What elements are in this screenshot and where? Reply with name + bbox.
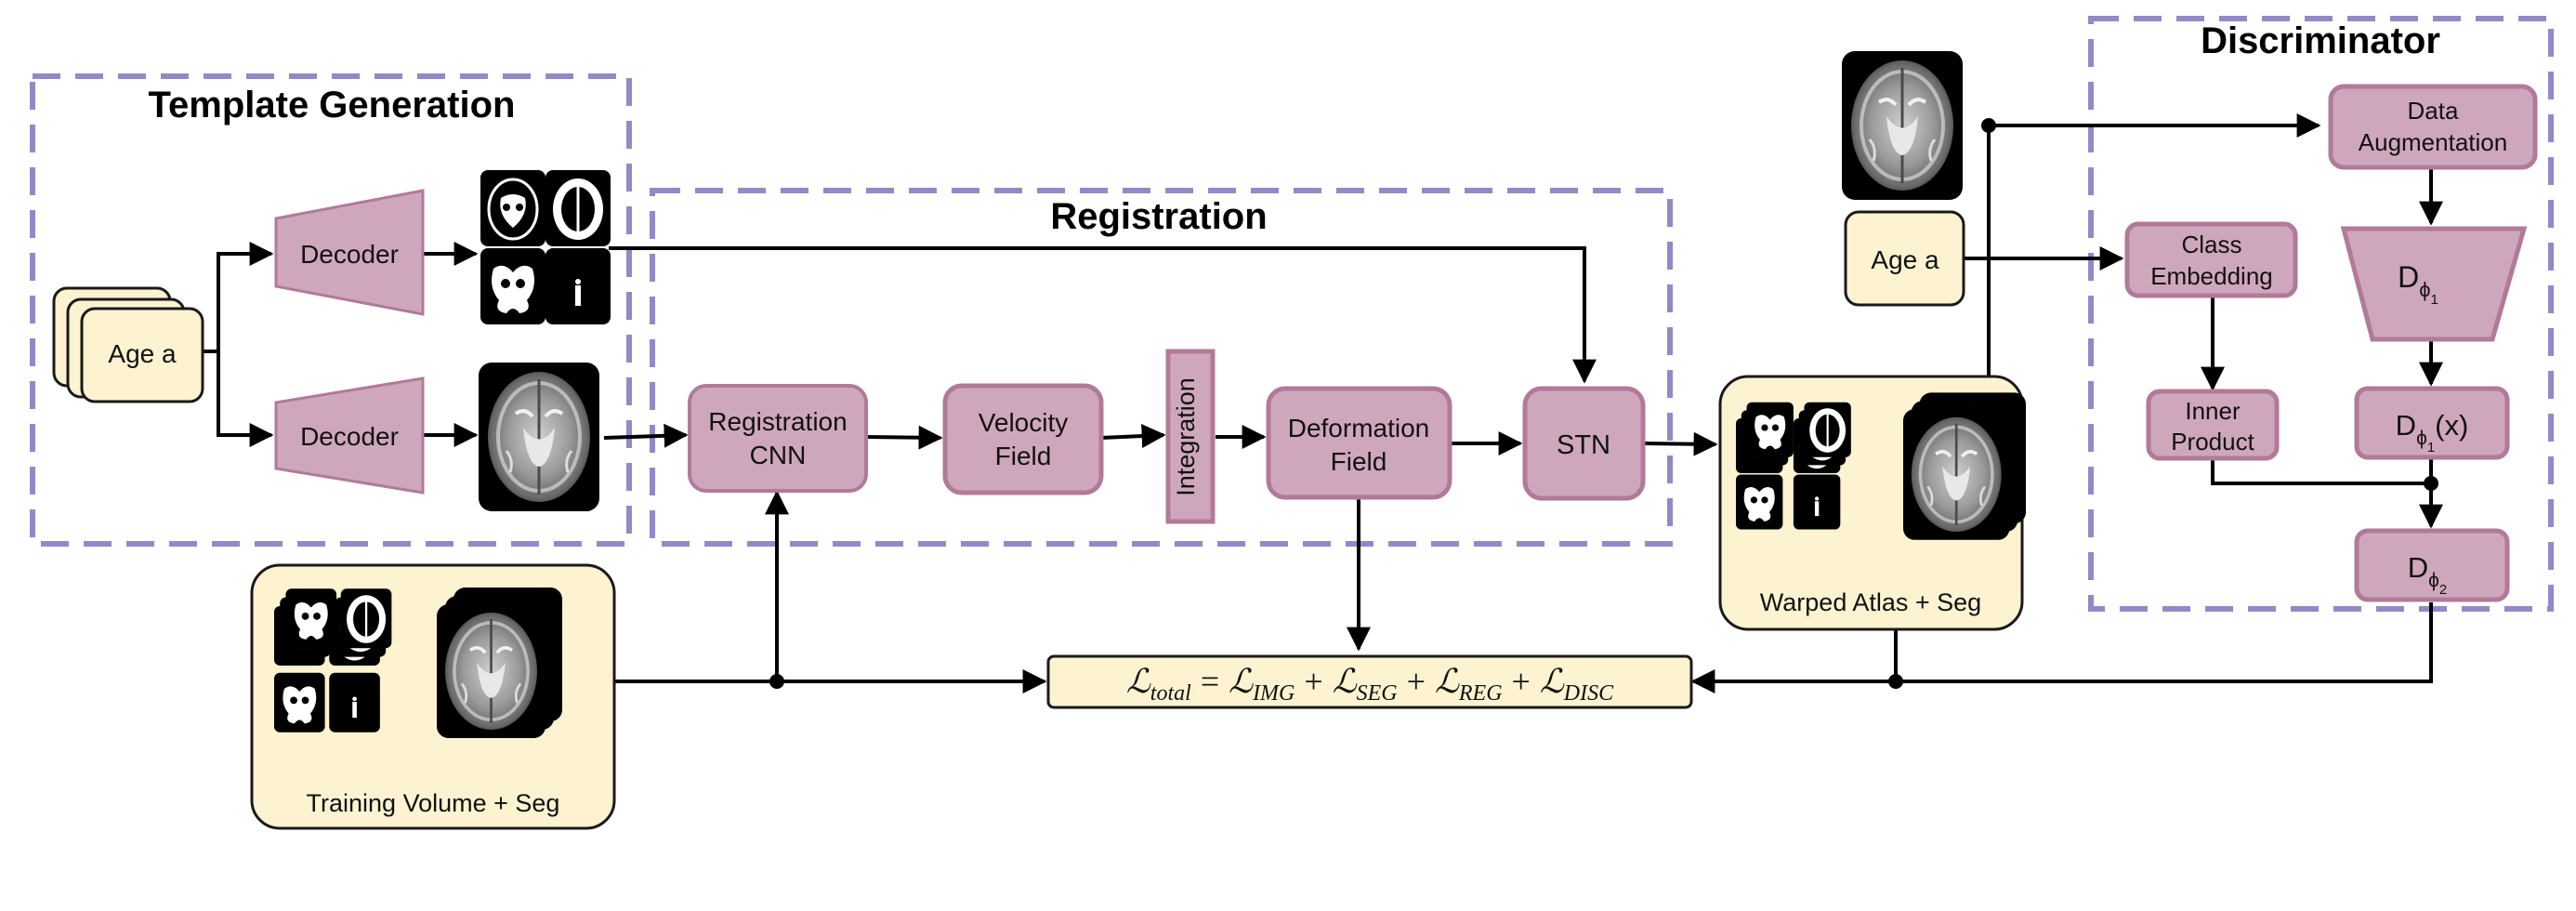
edge-age-to-decoder-top xyxy=(203,242,274,353)
region-template-generation: Template Generation xyxy=(30,73,632,547)
age-input-right: Age a xyxy=(1844,210,1965,307)
decoder-top: Decoder xyxy=(274,189,425,316)
region-discriminator: Discriminator xyxy=(2088,16,2554,612)
connectors xyxy=(203,113,2443,693)
template-segmentation-images xyxy=(479,168,612,324)
warped-atlas-label: Warped Atlas + Seg xyxy=(1760,588,1981,616)
class-embedding: Class Embedding xyxy=(2124,221,2298,298)
decoder-top-label: Decoder xyxy=(300,240,399,269)
inner-product-label-1: Inner xyxy=(2185,397,2241,425)
region-title-template-generation: Template Generation xyxy=(149,85,516,125)
decoder-bottom: Decoder xyxy=(274,376,425,495)
d-phi2-label: Dϕ2 xyxy=(2408,551,2448,598)
d-phi2: Dϕ2 xyxy=(2354,528,2510,602)
edge-stn-to-warped xyxy=(1642,431,1718,456)
velocity-field-label-2: Field xyxy=(995,442,1052,470)
training-volume-label: Training Volume + Seg xyxy=(307,789,560,817)
edge-velocity-to-integration xyxy=(1100,424,1166,449)
edge-template-seg-to-stn xyxy=(609,246,1597,384)
junction-dot xyxy=(1888,674,1903,689)
d-phi1-x-label: Dϕ1(x) xyxy=(2396,409,2469,456)
integration-label: Integration xyxy=(1172,377,1200,496)
junction-dot xyxy=(769,674,784,689)
template-mri-image xyxy=(477,361,601,513)
registration-cnn: Registration CNN xyxy=(688,384,868,493)
region-title-discriminator: Discriminator xyxy=(2201,20,2440,61)
junction-dot xyxy=(2424,476,2438,491)
total-loss-box: ℒtotal=ℒIMG+ℒSEG+ℒREG+ℒDISC xyxy=(1046,654,1693,709)
total-loss-equation: ℒtotal=ℒIMG+ℒSEG+ℒREG+ℒDISC xyxy=(1126,663,1614,706)
deformation-field-label-2: Field xyxy=(1331,447,1387,476)
edge-template-mri-to-registration-cnn xyxy=(603,423,689,448)
age-input-left: Age a xyxy=(52,286,204,403)
deformation-field-label-1: Deformation xyxy=(1288,414,1430,442)
warped-atlas-panel: Warped Atlas + Seg xyxy=(1718,375,2028,631)
edge-cnn-to-velocity xyxy=(865,425,943,450)
atlas-mri-image xyxy=(1840,49,1965,202)
d-phi1-encoder-label: Dϕ1 xyxy=(2398,260,2438,308)
stn-label: STN xyxy=(1557,430,1610,460)
inner-product-label-2: Product xyxy=(2171,428,2254,456)
velocity-field-label-1: Velocity xyxy=(979,408,1069,437)
age-input-left-label: Age a xyxy=(108,339,177,368)
region-title-registration: Registration xyxy=(1050,196,1267,237)
data-augmentation-label-1: Data xyxy=(2408,97,2459,125)
junction-dot xyxy=(1981,118,1996,133)
stn: STN xyxy=(1522,386,1646,501)
junction-dots xyxy=(769,118,2438,689)
deformation-field: Deformation Field xyxy=(1266,386,1452,500)
edge-inner-to-junction xyxy=(2211,457,2431,485)
registration-cnn-label-2: CNN xyxy=(750,441,807,469)
age-input-right-label: Age a xyxy=(1871,245,1939,274)
d-phi1-encoder: Dϕ1 xyxy=(2340,226,2528,342)
inner-product: Inner Product xyxy=(2146,389,2280,461)
velocity-field: Velocity Field xyxy=(942,383,1104,495)
training-volume-panel: Training Volume + Seg xyxy=(250,563,616,830)
data-augmentation: Data Augmentation xyxy=(2328,84,2538,170)
edge-age-to-decoder-bottom xyxy=(217,351,274,447)
region-registration: Registration xyxy=(650,188,1673,547)
decoder-bottom-label: Decoder xyxy=(300,422,399,451)
class-embedding-label-1: Class xyxy=(2181,231,2241,258)
class-embedding-label-2: Embedding xyxy=(2150,262,2273,290)
registration-cnn-label-1: Registration xyxy=(708,407,847,436)
edge-discriminator-to-loss xyxy=(1690,602,2433,693)
integration: Integration xyxy=(1165,349,1216,524)
d-phi1-x: Dϕ1(x) xyxy=(2354,386,2510,460)
data-augmentation-label-2: Augmentation xyxy=(2359,128,2507,156)
